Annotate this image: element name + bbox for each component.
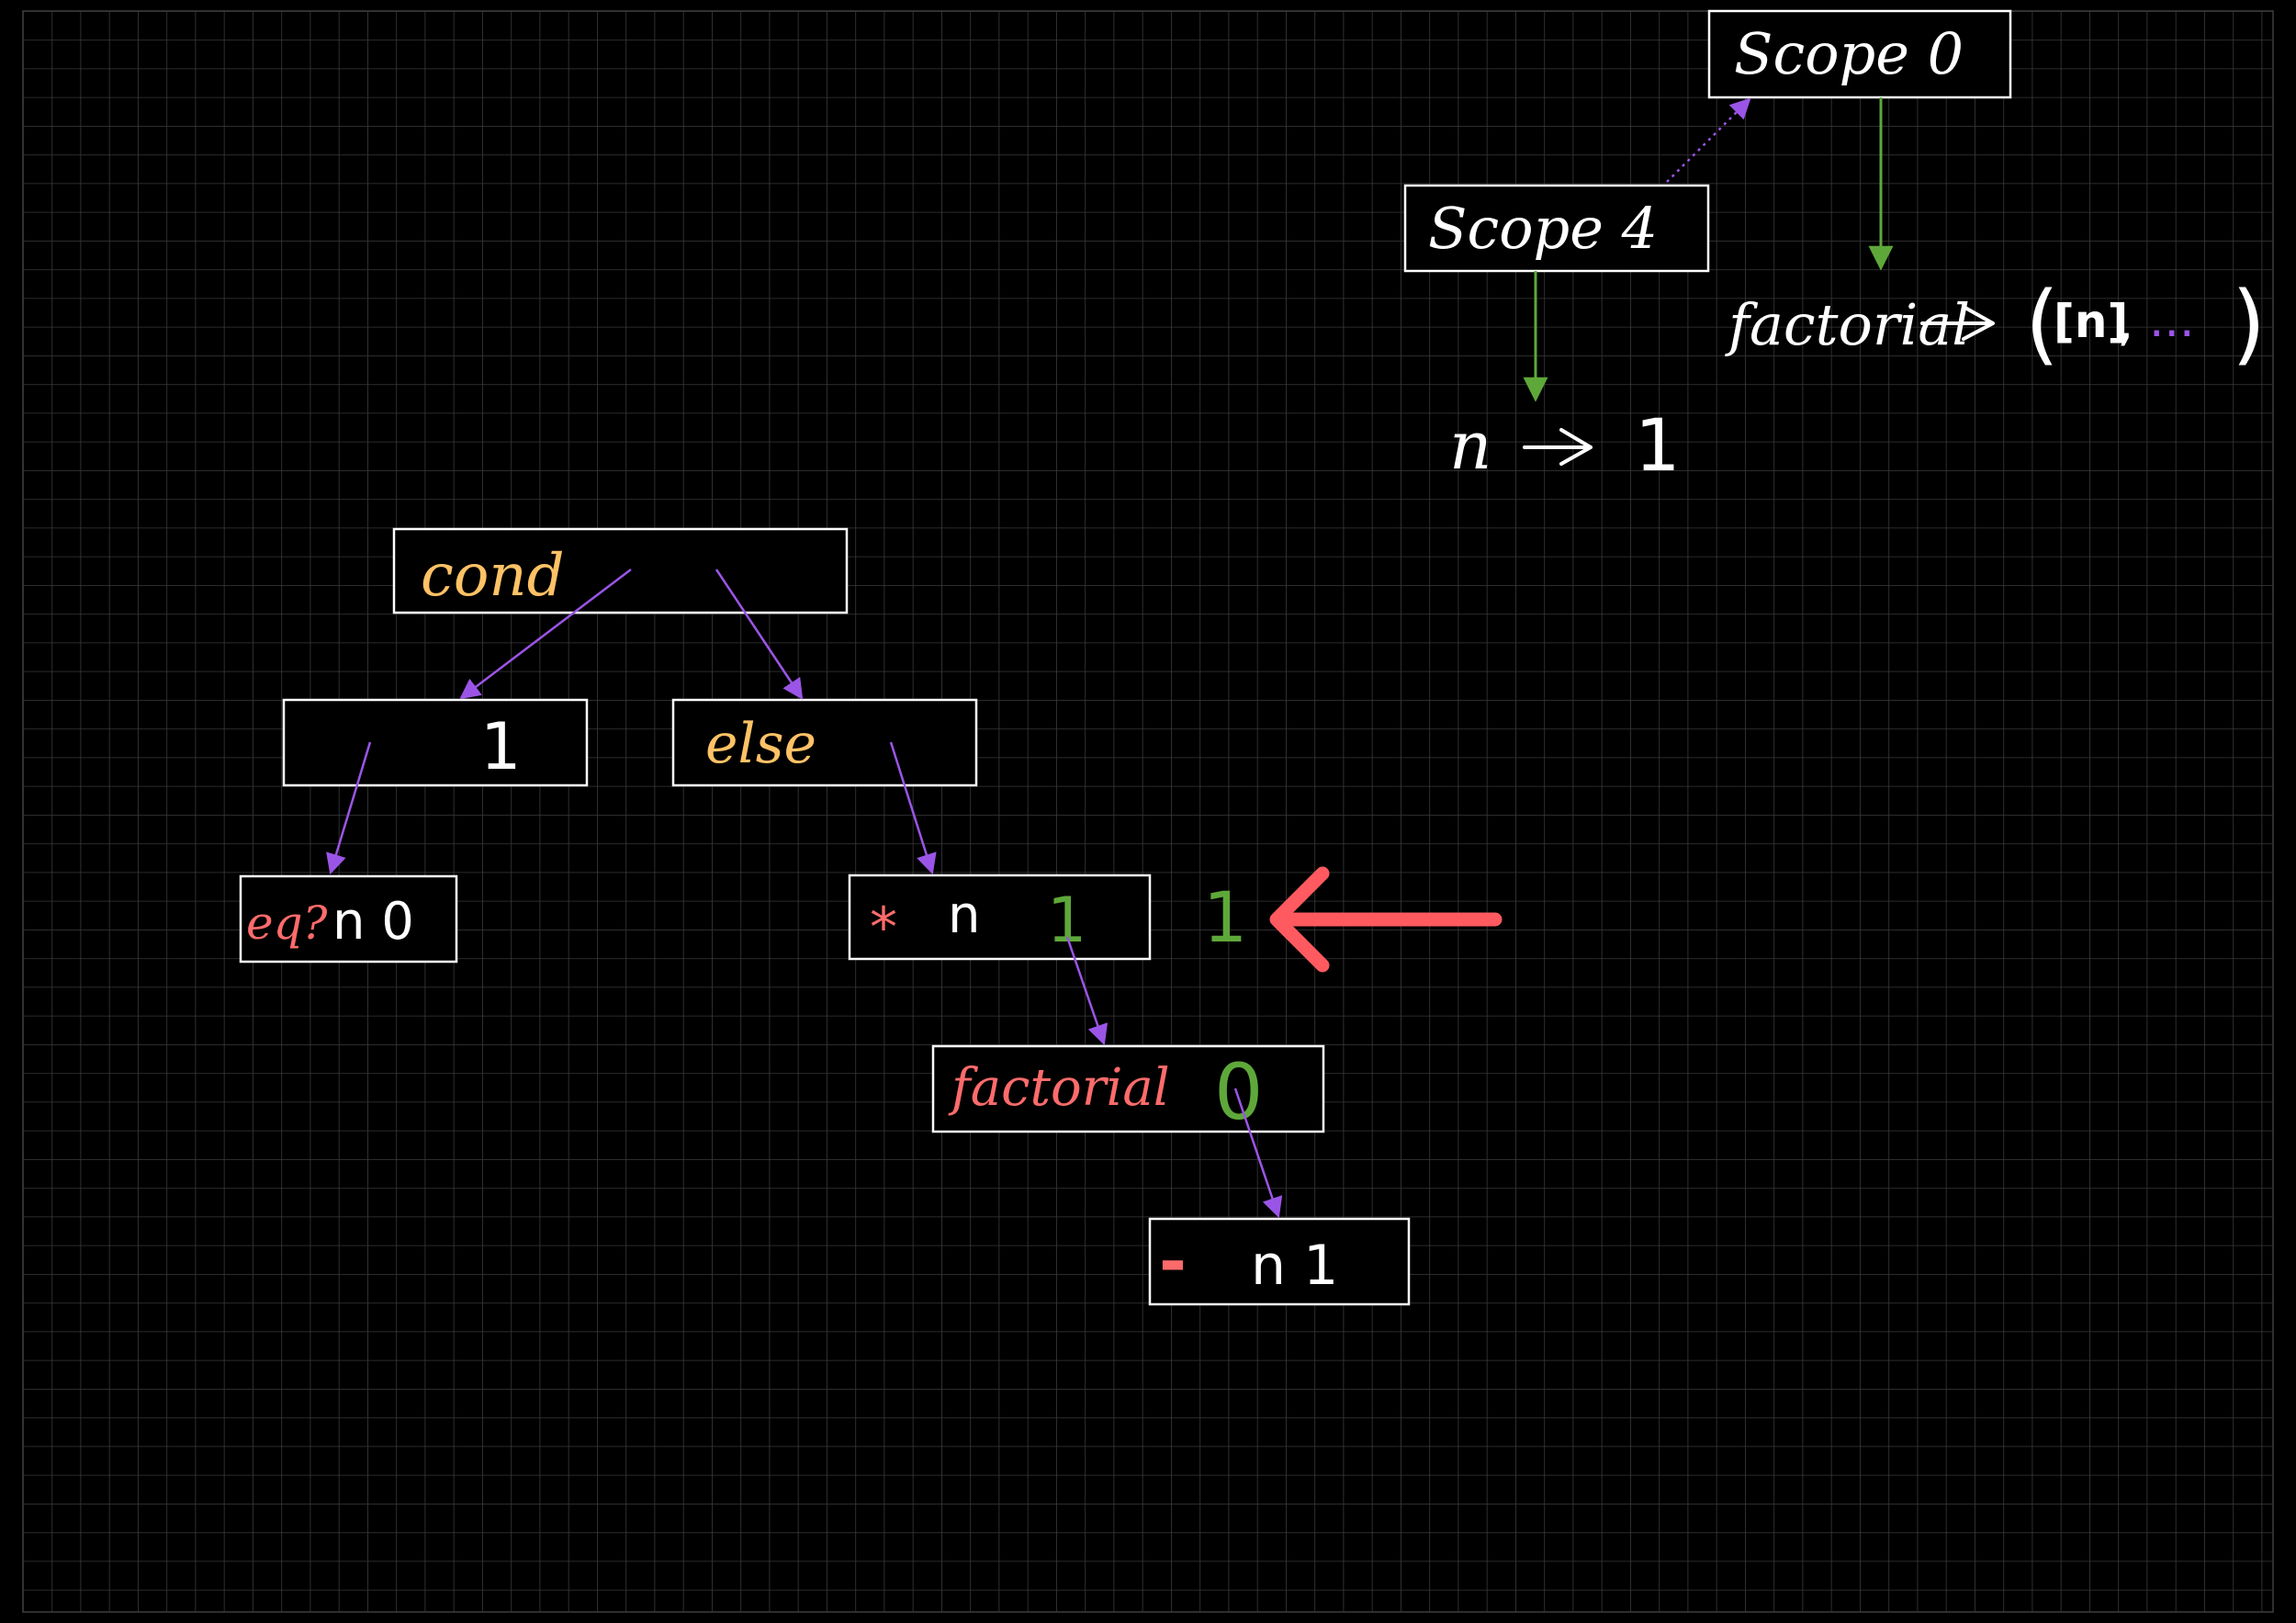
scope-parent-arrow xyxy=(1666,97,1751,183)
binding-factorial-comma: , xyxy=(2117,290,2133,353)
multiply-operator: * xyxy=(870,896,897,960)
eq-operator: eq? xyxy=(246,896,329,950)
cond-label: cond xyxy=(421,542,565,610)
scope-4-box xyxy=(1403,184,1710,273)
edge-else-to-multiply xyxy=(889,741,937,875)
multiply-outside-result: 1 xyxy=(1203,876,1247,958)
minus-node-box xyxy=(1148,1217,1411,1306)
edge-multiply-to-factorial xyxy=(1065,936,1109,1046)
binding-factorial-rest: ... xyxy=(2149,293,2195,348)
grid-background xyxy=(23,11,2273,1612)
multiply-result-value: 1 xyxy=(1047,885,1086,957)
binding-n-name: n xyxy=(1449,407,1491,484)
binding-n-arrow xyxy=(1523,428,1593,466)
clause-1-value: 1 xyxy=(480,709,522,784)
cond-node-box xyxy=(392,527,849,614)
edge-cond-to-else xyxy=(715,569,804,700)
else-clause-box xyxy=(671,698,978,787)
edge-factorial-to-minus xyxy=(1233,1088,1283,1219)
scope-0-label: Scope 0 xyxy=(1734,20,1964,87)
scope-0-box xyxy=(1707,9,2012,99)
eq-arguments: n 0 xyxy=(332,892,414,952)
edge-clause-1-to-eq xyxy=(326,741,372,875)
current-step-pointer-arrow xyxy=(1269,866,1503,973)
minus-arguments: n 1 xyxy=(1251,1234,1338,1298)
eq-node-box xyxy=(239,874,458,964)
binding-n-value: 1 xyxy=(1635,405,1681,488)
scope-4-label: Scope 4 xyxy=(1428,195,1658,262)
factorial-node-box xyxy=(931,1044,1325,1133)
factorial-operator: factorial xyxy=(948,1058,1170,1118)
edge-cond-to-clause-1 xyxy=(459,569,632,700)
grid-border xyxy=(22,10,2274,1613)
factorial-result-value: 0 xyxy=(1214,1047,1263,1137)
binding-factorial-arrow xyxy=(1920,305,1995,341)
multiply-node-box xyxy=(848,873,1152,961)
clause-1-box xyxy=(282,698,589,787)
multiply-n: n xyxy=(948,885,981,945)
minus-operator: - xyxy=(1159,1223,1187,1300)
binding-factorial-open-paren: ( xyxy=(2025,274,2059,375)
binding-factorial-param: [n] xyxy=(2054,295,2128,348)
binding-factorial-close-paren: ) xyxy=(2232,274,2266,375)
else-label: else xyxy=(705,712,816,776)
